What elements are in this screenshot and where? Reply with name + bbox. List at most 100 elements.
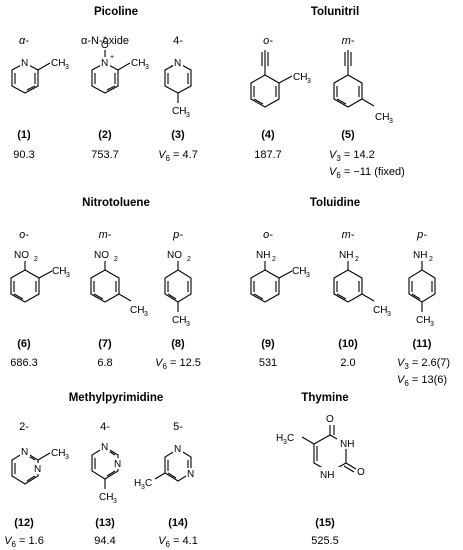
- svg-text:3: 3: [113, 498, 117, 505]
- svg-text:2: 2: [355, 256, 359, 263]
- position-label: 4-: [100, 421, 110, 433]
- svg-text:3: 3: [389, 118, 393, 125]
- compound-number: (3): [171, 129, 185, 141]
- svg-text:3: 3: [65, 454, 69, 461]
- compound-number: (13): [95, 517, 115, 529]
- ring-nitrogen-label: N: [174, 58, 181, 69]
- amino-label: NH: [339, 250, 353, 261]
- compound-number: (5): [341, 129, 355, 141]
- svg-text:2: 2: [34, 256, 38, 263]
- methyl-label: CH: [416, 315, 430, 326]
- barrier-value: V6 = 1.6: [4, 535, 44, 550]
- methyl-label: CH: [172, 106, 186, 117]
- position-label: o-: [263, 229, 273, 241]
- position-label: p-: [173, 229, 183, 241]
- carbonyl-oxygen-label: O: [326, 414, 334, 425]
- svg-text:3: 3: [141, 484, 145, 491]
- compound-number: (15): [315, 517, 335, 529]
- methyl-label: CH: [130, 305, 144, 316]
- svg-text:3: 3: [283, 439, 287, 446]
- position-label: o-: [263, 35, 273, 47]
- carbonyl-oxygen-label: O: [357, 467, 365, 478]
- group-title-picoline: Picoline: [93, 6, 139, 18]
- methyl-label: CH: [375, 112, 389, 123]
- methyl-label: CH: [52, 266, 66, 277]
- svg-text:3: 3: [144, 311, 148, 318]
- barrier-value: 2.0: [340, 357, 356, 369]
- barrier-value-v3: V3 = 2.6(7): [397, 357, 451, 372]
- svg-text:3: 3: [306, 272, 310, 279]
- barrier-value: V6 = 4.7: [158, 149, 198, 164]
- svg-text:3: 3: [186, 321, 190, 328]
- position-label: m-: [341, 229, 355, 241]
- barrier-value: 531: [258, 357, 278, 369]
- barrier-value: 90.3: [13, 149, 35, 161]
- compound-number: (10): [338, 338, 358, 350]
- svg-text:2: 2: [114, 256, 118, 263]
- ring-nitrogen-label: N: [21, 58, 28, 69]
- group-title-toluidine: Toluidine: [309, 197, 361, 209]
- compound-number: (2): [98, 129, 112, 141]
- group-title-nitrotoluene: Nitrotoluene: [82, 197, 150, 209]
- svg-text:3: 3: [145, 64, 149, 71]
- position-label: o-: [19, 229, 29, 241]
- barrier-value: 187.7: [254, 149, 282, 161]
- nitro-label: NO: [167, 250, 182, 261]
- position-label: p-: [417, 229, 427, 241]
- methyl-label: CH: [373, 305, 387, 316]
- compound-number: (1): [17, 129, 31, 141]
- position-label: 2-: [19, 421, 29, 433]
- svg-text:C: C: [287, 433, 294, 444]
- methyl-label: H: [276, 433, 283, 444]
- ring-nitrogen-label: N: [187, 469, 194, 480]
- methyl-label: CH: [172, 315, 186, 326]
- methyl-label: CH: [292, 266, 306, 277]
- barrier-value: 525.5: [311, 535, 339, 547]
- barrier-value: 6.8: [97, 357, 113, 369]
- nitro-label: NO: [14, 250, 29, 261]
- svg-text:3: 3: [307, 78, 311, 85]
- position-label: m-: [341, 35, 355, 47]
- position-label: α-: [19, 35, 29, 47]
- group-title-methylpyrimidine: Methylpyrimidine: [68, 392, 164, 404]
- svg-text:+: +: [110, 54, 114, 61]
- methyl-label: CH: [51, 58, 65, 69]
- compound-number: (11): [412, 338, 432, 350]
- nh-label: NH: [340, 439, 354, 450]
- methyl-label: CH: [51, 448, 65, 459]
- svg-text:3: 3: [387, 311, 391, 318]
- position-label: 4-: [173, 35, 183, 47]
- svg-text:2: 2: [187, 256, 191, 263]
- group-title-tolunitril: Tolunitril: [310, 6, 360, 18]
- ring-nitrogen-label: N: [34, 464, 41, 475]
- barrier-value-v6: V6 = −11 (fixed): [329, 166, 405, 181]
- compound-number: (14): [168, 517, 188, 529]
- svg-text:2: 2: [429, 256, 433, 263]
- barrier-value: 94.4: [94, 535, 116, 547]
- ring-nitrogen-label: N: [101, 442, 108, 453]
- position-label: m-: [98, 229, 112, 241]
- barrier-value-v6: V6 = 13(6): [397, 374, 448, 389]
- barrier-value-v3: V3 = 14.2: [329, 149, 375, 164]
- nitro-label: NO: [94, 250, 109, 261]
- methyl-label: CH: [293, 72, 307, 83]
- compound-number: (9): [261, 338, 275, 350]
- methyl-label: CH: [99, 492, 113, 503]
- ring-nitrogen-label: N: [114, 459, 121, 470]
- methyl-label: H: [134, 478, 141, 489]
- compound-number: (6): [17, 338, 31, 350]
- compound-number: (8): [171, 338, 185, 350]
- barrier-value: V6 = 4.1: [158, 535, 198, 550]
- compound-number: (4): [261, 129, 275, 141]
- svg-text:3: 3: [430, 321, 434, 328]
